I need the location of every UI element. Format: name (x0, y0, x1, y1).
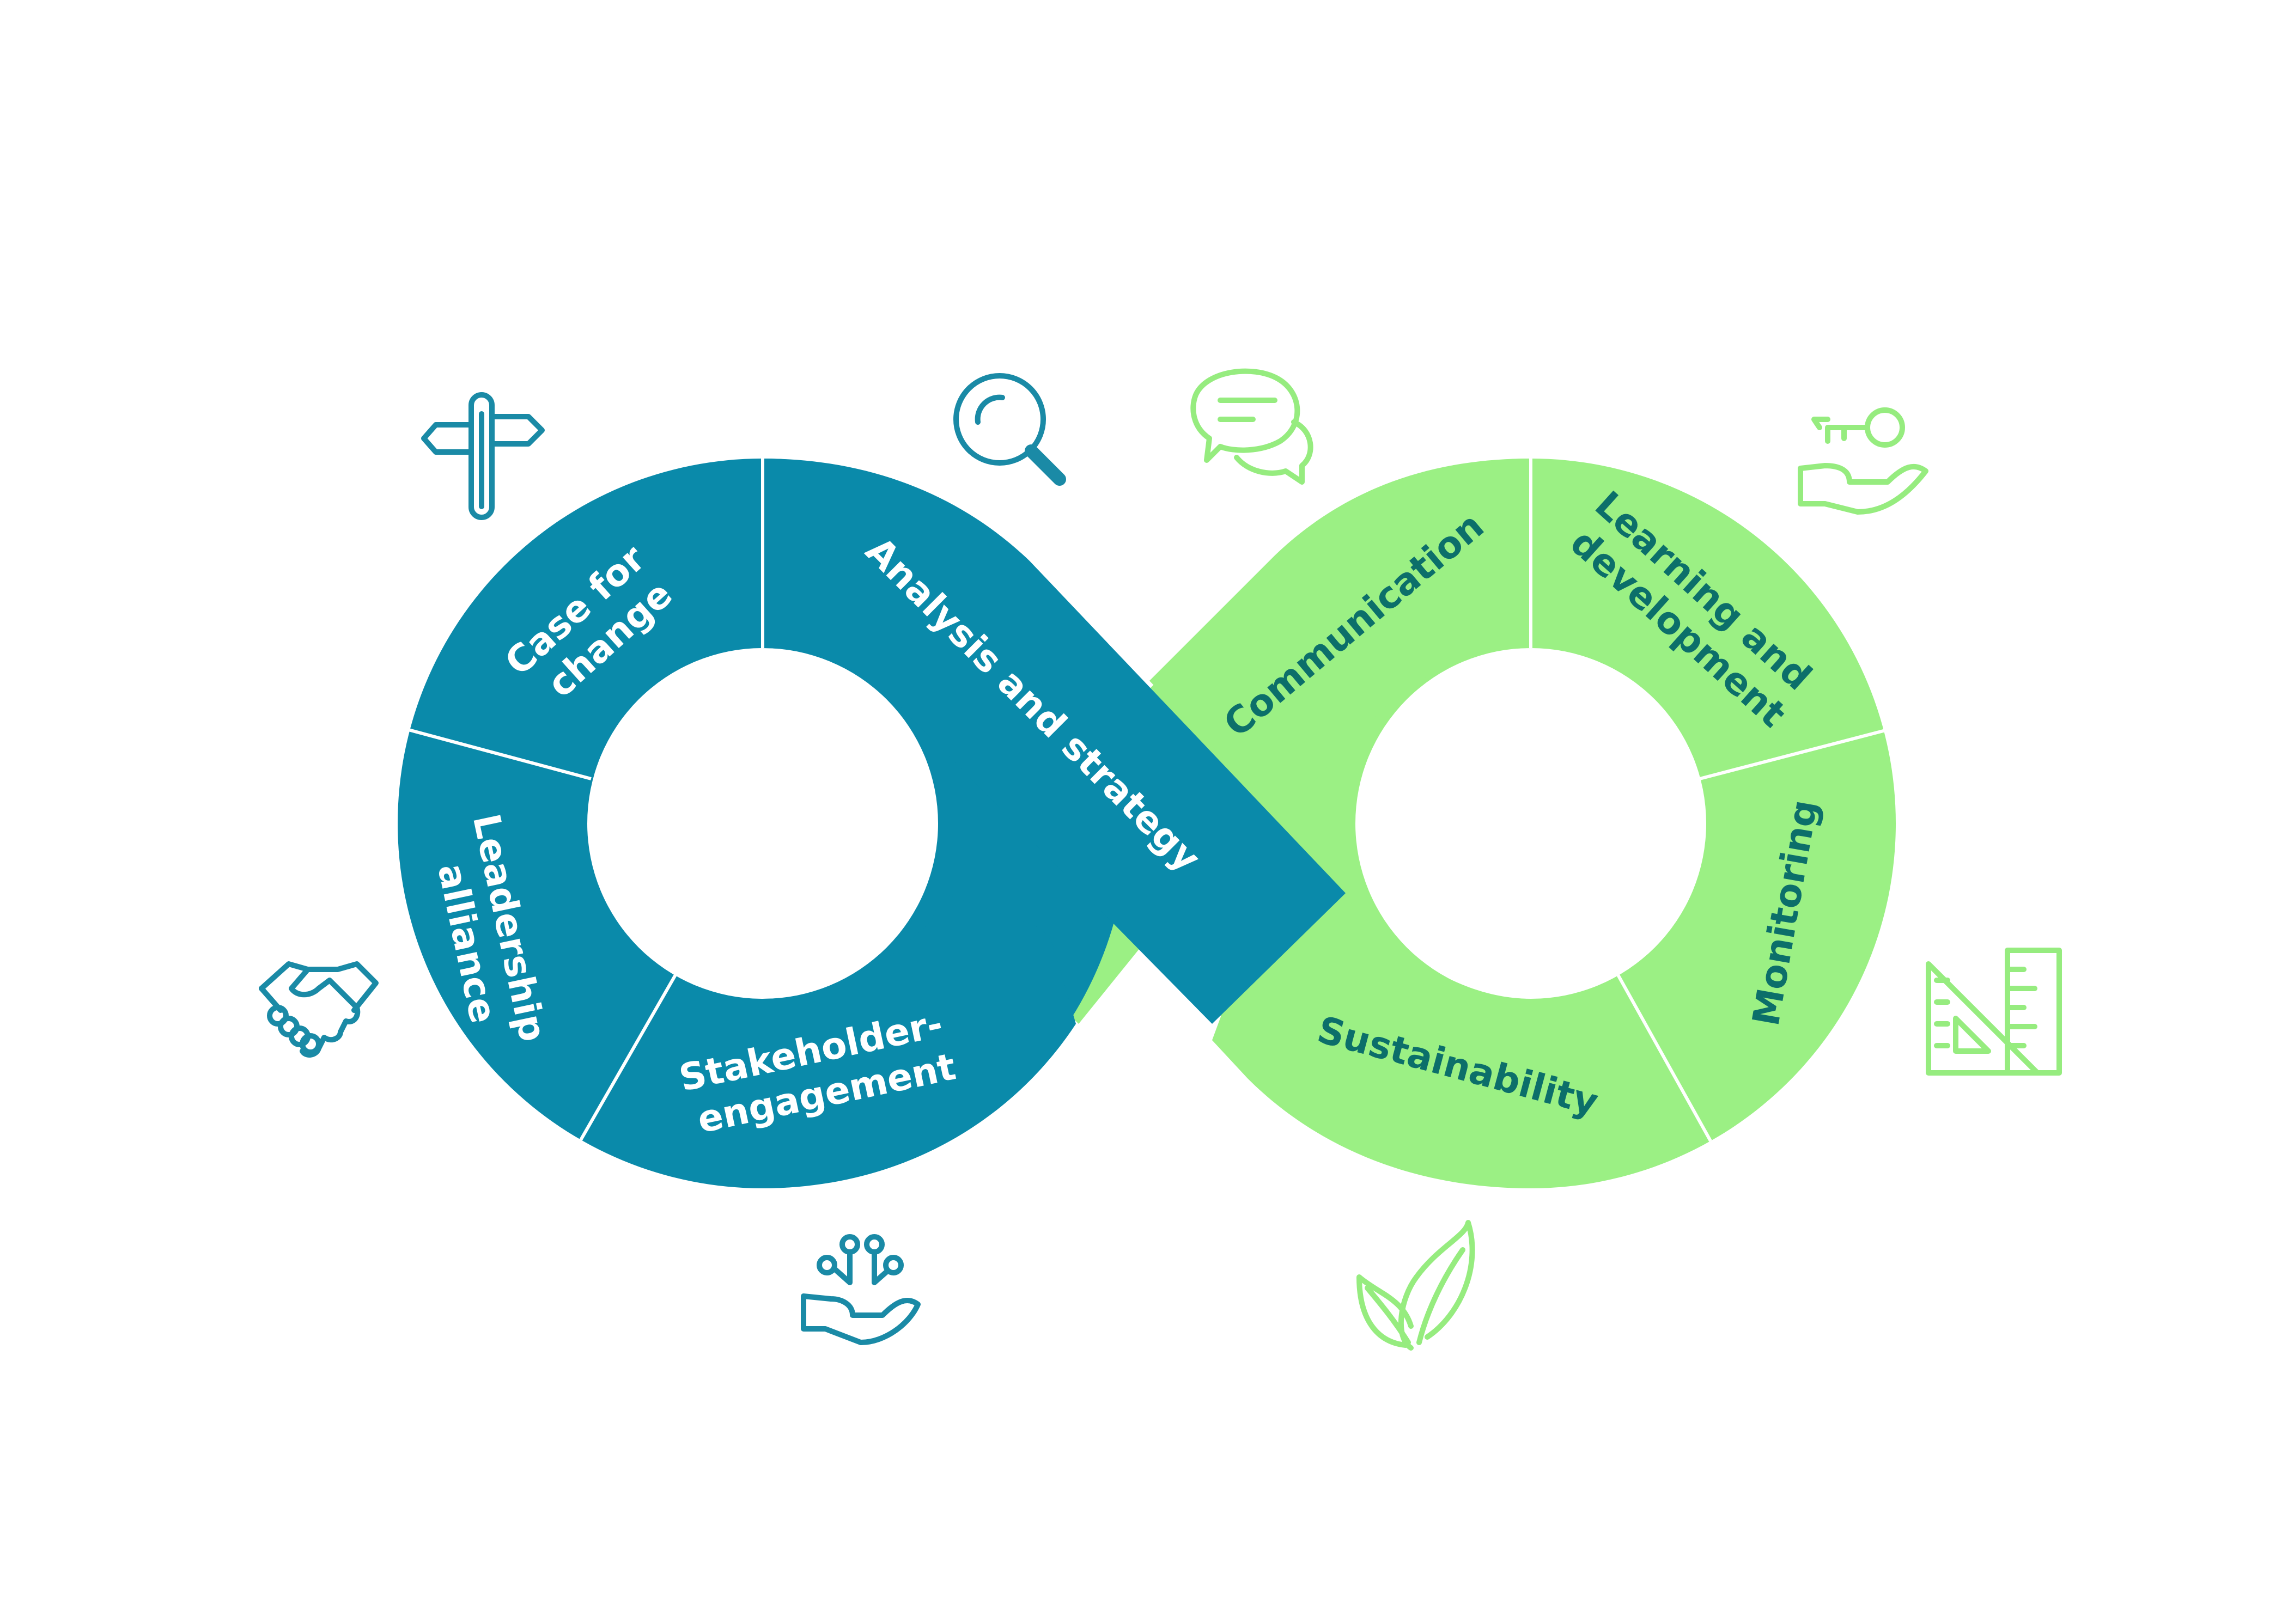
blue-upper-arm (763, 459, 1346, 1024)
signpost-icon (421, 392, 545, 520)
chat-bubbles-icon (1190, 368, 1313, 485)
blue-loop (398, 459, 1346, 1188)
segment-dividers (408, 459, 1888, 1142)
green-upper-arm (1149, 459, 1531, 817)
magnifier-icon (953, 373, 1066, 486)
network-hand-icon (801, 1234, 921, 1345)
triangle-ruler-icon (1926, 948, 2062, 1076)
blue-lower-arm (763, 893, 1076, 1188)
leaf-icon (1356, 1220, 1475, 1351)
handshake-icon (259, 961, 379, 1058)
key-hand-icon (1798, 407, 1928, 515)
green-lower-arm (1212, 892, 1531, 1188)
